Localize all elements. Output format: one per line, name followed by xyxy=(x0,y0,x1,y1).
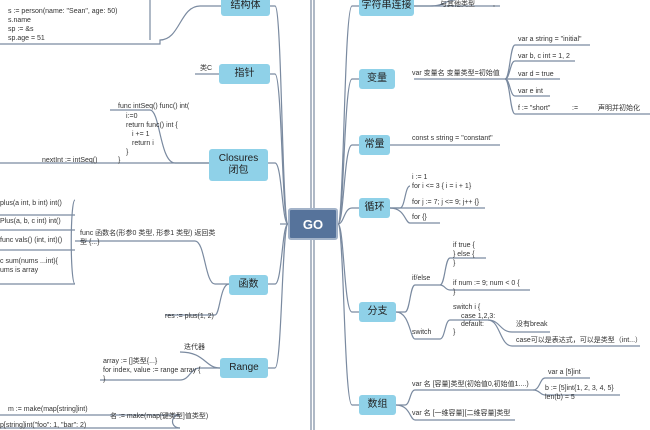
range-code-1: array := []类型{...} xyxy=(103,358,158,365)
node-function[interactable]: 函数 xyxy=(229,275,268,295)
closure-code-6: } xyxy=(126,149,129,156)
closure-code-1: func intSeq() func() int( xyxy=(118,103,190,110)
branch-ifelse: if/else xyxy=(412,275,431,282)
branch-if-2: if num := 9; num < 0 { } xyxy=(453,280,520,296)
string-mark: , xyxy=(493,1,495,8)
closure-code-7: } xyxy=(118,157,121,164)
loop-item-1: i := 1 for i <= 3 { i = i + 1} xyxy=(412,174,472,190)
node-pointer[interactable]: 指针 xyxy=(219,64,270,84)
switch-code-2: case 1,2,3: xyxy=(461,313,496,320)
branch-switch: switch xyxy=(412,329,432,336)
loop-item-3: for {} xyxy=(412,214,427,221)
string-note: 与其他类型 xyxy=(440,1,475,8)
array-item-2: b := [5]int{1, 2, 3, 4, 5} len(b) = 5 xyxy=(545,385,614,401)
node-branch[interactable]: 分支 xyxy=(359,302,396,322)
closure-next: nextInt := intSeq() xyxy=(42,157,98,164)
range-note: 迭代器 xyxy=(184,344,205,351)
variable-item-3: var d = true xyxy=(518,71,554,78)
struct-code-line-4: sp.age = 51 xyxy=(8,35,45,42)
function-desc-1: func 函数名(形参0 类型, 形参1 类型) 返回类 xyxy=(80,230,216,237)
variable-decl: var 变量名 变量类型=初始值 xyxy=(412,70,500,77)
constant-code: const s string = "constant" xyxy=(412,135,493,142)
range-code-3: } xyxy=(103,376,106,383)
function-item-1: plus(a int, b int) int() xyxy=(0,200,62,207)
range-code-2: for index, value := range array { xyxy=(103,367,201,374)
variable-item-4: var e int xyxy=(518,88,543,95)
map-code-3: p[string]int("foo": 1, "bar": 2) xyxy=(0,422,87,429)
node-struct[interactable]: 结构体 xyxy=(221,0,270,16)
array-decl-1: var 名 [容量]类型(初始值0,初始值1....) xyxy=(412,381,529,388)
closure-code-3: return func() int { xyxy=(126,122,178,129)
pointer-note: 类C xyxy=(200,65,213,72)
switch-code-4: } xyxy=(453,329,456,336)
switch-no-break: 没有break xyxy=(516,321,548,328)
switch-code-1: switch i { xyxy=(453,304,481,311)
switch-code-3: default: xyxy=(461,321,484,328)
loop-item-2: for j := 7; j <= 9; j++ {} xyxy=(412,199,480,206)
function-item-5: ums is array xyxy=(0,267,39,274)
node-variable[interactable]: 变量 xyxy=(359,69,395,89)
array-item-1: var a [5]int xyxy=(548,369,581,376)
variable-assign-note: 声明并初始化 xyxy=(598,105,640,112)
variable-item-1: var a string = "initial" xyxy=(518,36,582,43)
branch-if-1: if true { } else { } xyxy=(453,242,475,267)
struct-code-line-3: sp := &s xyxy=(8,26,34,33)
node-array[interactable]: 数组 xyxy=(359,395,396,415)
array-decl-2: var 名 [一维容量][二维容量]类型 xyxy=(412,410,511,417)
struct-code-line-2: s.name xyxy=(8,17,31,24)
closure-code-4: i += 1 xyxy=(132,131,150,138)
variable-item-2: var b, c int = 1, 2 xyxy=(518,53,570,60)
closure-code-5: return i xyxy=(132,140,154,147)
node-closures[interactable]: Closures 闭包 xyxy=(209,149,268,181)
function-desc-2: 型 {...} xyxy=(80,239,100,246)
struct-code-line-1: s := person(name: "Sean", age: 50) xyxy=(8,8,118,15)
function-item-4: c sum(nums ...int){ xyxy=(0,258,58,265)
node-range[interactable]: Range xyxy=(220,358,268,378)
closure-code-2: i:=0 xyxy=(126,113,138,120)
node-constant[interactable]: 常量 xyxy=(359,135,390,155)
map-code-2: 名 := make(map[键类型]值类型) xyxy=(110,413,209,420)
center-node-go[interactable]: GO xyxy=(288,208,338,240)
node-string-concat[interactable]: 字符串连接 xyxy=(359,0,414,16)
switch-case-note: case可以是表达式，可以是类型（int...） xyxy=(516,337,643,344)
variable-item-5: f := "short" xyxy=(518,105,551,112)
function-item-3: func vals() (int, int)() xyxy=(0,237,63,244)
map-code-1: m := make(map[string]int) xyxy=(8,406,88,413)
function-call: res := plus(1, 2) xyxy=(165,313,214,320)
function-item-2: Plus(a, b, c int) int() xyxy=(0,218,61,225)
node-loop[interactable]: 循环 xyxy=(359,198,390,218)
variable-assign: := xyxy=(572,105,579,112)
